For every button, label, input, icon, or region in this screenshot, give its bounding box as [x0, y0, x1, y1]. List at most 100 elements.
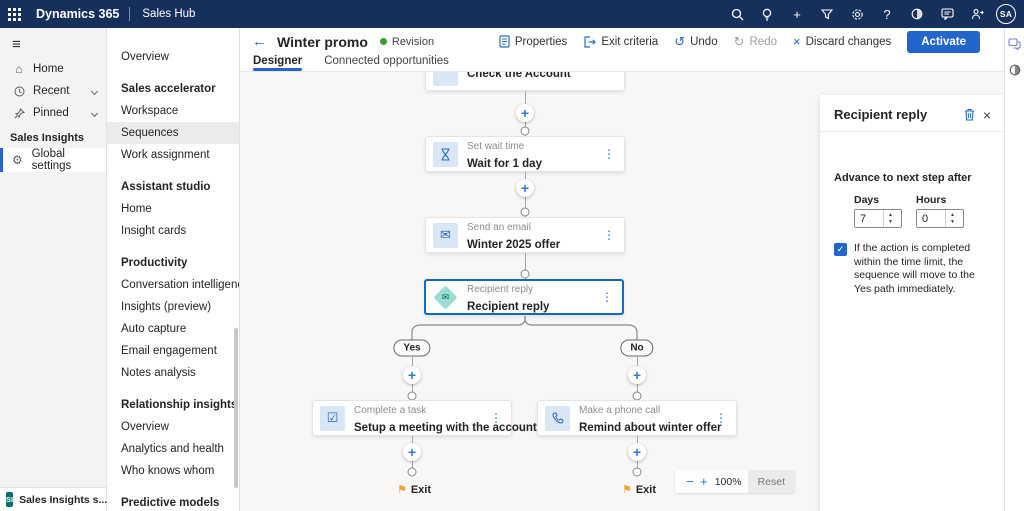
node-menu-icon[interactable]: ⋮ [490, 411, 502, 425]
zoom-reset-button[interactable]: Reset [747, 470, 795, 493]
zoom-out-button[interactable]: − [686, 474, 694, 489]
flow-node-task[interactable]: ☑ Complete a task Setup a meeting with t… [312, 400, 537, 436]
add-step-button[interactable]: + [628, 366, 646, 384]
search-icon[interactable] [722, 0, 752, 28]
tab-designer[interactable]: Designer [253, 55, 303, 71]
top-bar: Dynamics 365 Sales Hub + ? SA [0, 0, 1024, 28]
stepper-down-icon[interactable]: ▼ [950, 218, 955, 225]
sidebar-scrollbar[interactable] [234, 328, 238, 488]
sidebar-item-notes-analysis[interactable]: Notes analysis [121, 367, 196, 379]
flag-icon: ⚑ [396, 484, 407, 496]
flow-node-phone-call[interactable]: Make a phone call Remind about winter of… [537, 400, 737, 436]
delete-trash-icon[interactable] [959, 108, 980, 121]
condition-diamond-icon: ✉ [433, 284, 458, 310]
stepper-down-icon[interactable]: ▼ [888, 218, 893, 225]
add-icon[interactable]: + [793, 6, 801, 22]
page-title: Winter promo [277, 33, 368, 50]
activate-button[interactable]: Activate [907, 30, 980, 53]
rail-group-label: Sales Insights [10, 132, 84, 144]
sidebar-item-overview[interactable]: Overview [121, 421, 169, 433]
zoom-in-button[interactable]: + [699, 474, 708, 489]
clock-icon [12, 86, 26, 97]
days-stepper[interactable]: ▲▼ [883, 210, 897, 227]
sidebar-item-workspace[interactable]: Workspace [121, 105, 179, 117]
flow-node-wait[interactable]: Set wait time Wait for 1 day ⋮ [425, 136, 625, 172]
share-person-icon[interactable] [962, 0, 992, 28]
node-menu-icon[interactable]: ⋮ [715, 411, 727, 425]
branch-label-yes: Yes [393, 339, 431, 357]
rail-item-global-settings[interactable]: ⚙ Global settings [0, 148, 106, 172]
exit-criteria-button[interactable]: Exit criteria [583, 36, 658, 48]
teams-chat-icon[interactable] [1008, 38, 1021, 50]
close-x-icon: × [793, 34, 801, 49]
hours-stepper[interactable]: ▲▼ [945, 210, 959, 227]
add-step-button[interactable]: + [403, 366, 421, 384]
exit-node: ⚑ Exit [396, 483, 432, 497]
sidebar-item-home[interactable]: Home [121, 203, 152, 215]
lightbulb-icon[interactable] [752, 0, 782, 28]
add-step-button[interactable]: + [403, 443, 421, 461]
user-avatar[interactable]: SA [996, 4, 1016, 24]
sidebar-item-sequences[interactable]: Sequences [107, 122, 239, 144]
properties-button[interactable]: Properties [499, 35, 567, 48]
feedback-icon[interactable] [932, 0, 962, 28]
sidebar-item-auto-capture[interactable]: Auto capture [121, 323, 187, 335]
rail-item-recent[interactable]: Recent [0, 80, 106, 102]
filter-icon[interactable] [812, 0, 842, 28]
branch-label-no: No [620, 339, 654, 357]
panel-close-icon[interactable]: × [982, 106, 991, 123]
flow-node-check-account[interactable]: Check the Account [425, 72, 625, 91]
hours-input[interactable] [917, 210, 945, 227]
sidebar-item-overview[interactable]: Overview [121, 51, 169, 63]
app-tile: SI [6, 492, 14, 507]
email-icon: ✉ [433, 222, 458, 248]
chevron-down-icon[interactable] [90, 109, 99, 117]
hourglass-icon [433, 141, 458, 167]
rail-item-home[interactable]: ⌂ Home [0, 58, 106, 80]
insights-circle-icon[interactable] [1009, 64, 1021, 76]
add-step-button[interactable]: + [628, 443, 646, 461]
sidebar-item-work-assignment[interactable]: Work assignment [121, 149, 210, 161]
node-menu-icon[interactable]: ⋮ [603, 147, 615, 161]
stepper-up-icon[interactable]: ▲ [888, 212, 893, 218]
stepper-up-icon[interactable]: ▲ [950, 212, 955, 218]
days-field: Days ▲▼ [854, 194, 902, 228]
home-icon: ⌂ [15, 62, 23, 76]
undo-button[interactable]: ↺ Undo [674, 33, 718, 49]
sidebar-item-conversation-intelligence[interactable]: Conversation intelligence [121, 279, 240, 291]
sidebar-item-insight-cards[interactable]: Insight cards [121, 225, 187, 237]
chevron-down-icon[interactable] [90, 87, 99, 95]
app-switcher[interactable]: SI Sales Insights s... [0, 487, 117, 511]
redo-button[interactable]: ↻ Redo [733, 33, 777, 49]
sidebar-item-insights-preview[interactable]: Insights (preview) [121, 301, 212, 313]
hamburger-icon[interactable]: ≡ [12, 36, 21, 53]
waffle-menu-icon[interactable] [0, 0, 28, 28]
sidebar-item-analytics-and-health[interactable]: Analytics and health [121, 443, 224, 455]
advance-checkbox[interactable]: ✓ [834, 243, 847, 256]
back-arrow-icon[interactable]: ← [252, 33, 267, 50]
connector-dot [520, 126, 530, 136]
properties-icon [499, 35, 510, 48]
add-step-button[interactable]: + [516, 104, 534, 122]
undo-icon: ↺ [674, 33, 686, 49]
flow-node-email[interactable]: ✉ Send an email Winter 2025 offer ⋮ [425, 217, 625, 253]
help-icon[interactable]: ? [883, 6, 891, 22]
flow-node-recipient-reply[interactable]: ✉ Recipient reply Recipient reply ⋮ [424, 279, 624, 315]
sidebar-item-who-knows-whom[interactable]: Who knows whom [121, 465, 215, 477]
flag-icon: ⚑ [621, 484, 632, 496]
sidebar-section-relationship-insights: Relationship insights [121, 399, 238, 411]
coach-icon[interactable] [902, 0, 932, 28]
tab-connected-opportunities[interactable]: Connected opportunities [324, 55, 449, 67]
node-menu-icon[interactable]: ⋮ [603, 228, 615, 242]
rail-item-pinned[interactable]: Pinned [0, 102, 106, 124]
pin-icon [12, 107, 26, 119]
node-menu-icon[interactable]: ⋮ [601, 290, 613, 304]
settings-gear-icon[interactable] [842, 0, 872, 28]
sidebar-item-email-engagement[interactable]: Email engagement [121, 345, 217, 357]
discard-changes-button[interactable]: × Discard changes [793, 34, 892, 49]
days-input[interactable] [855, 210, 883, 227]
checkbox-label: If the action is completed within the ti… [854, 242, 975, 295]
sidebar-section-predictive-models: Predictive models [121, 497, 220, 509]
add-step-button[interactable]: + [516, 179, 534, 197]
connector-dot [632, 467, 642, 477]
